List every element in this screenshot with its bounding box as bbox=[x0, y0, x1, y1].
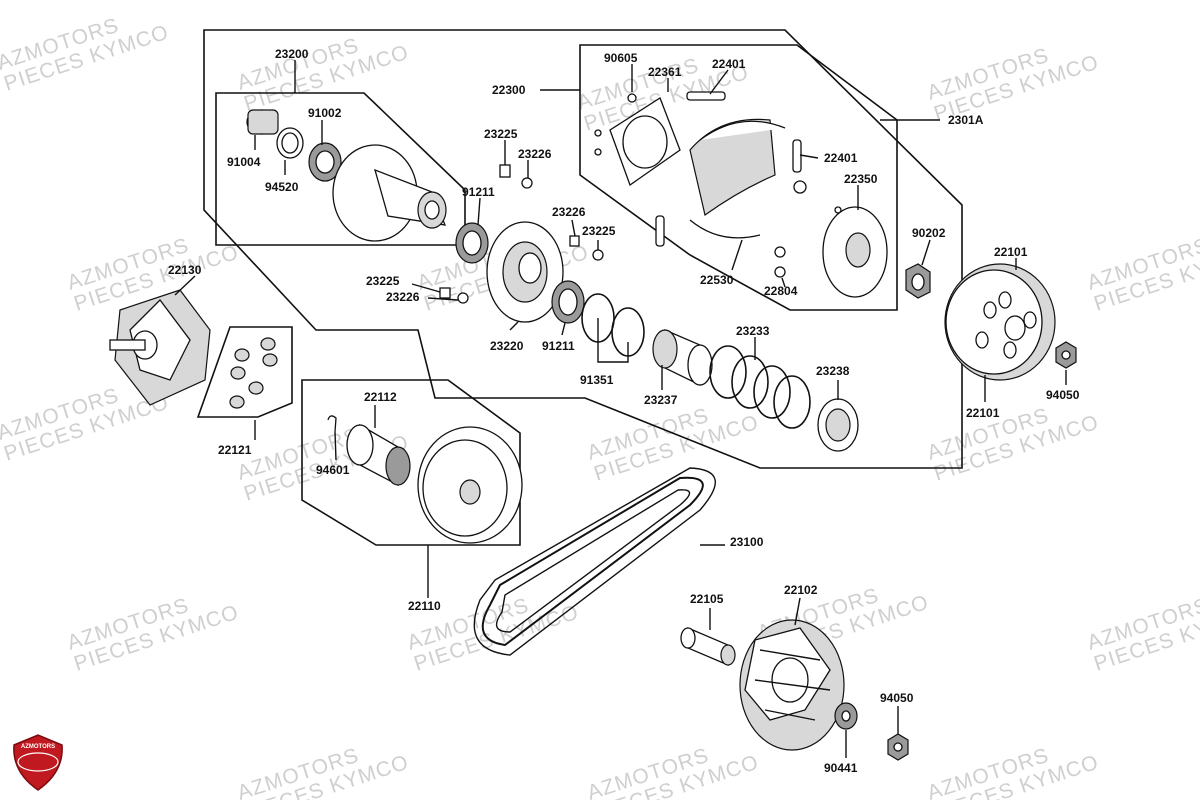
callout-94520: 94520 bbox=[265, 180, 299, 194]
callout-23226-lower: 23226 bbox=[386, 290, 420, 304]
callout-91211-lower: 91211 bbox=[542, 339, 575, 353]
callout-22300: 22300 bbox=[492, 83, 526, 97]
callout-23238: 23238 bbox=[816, 364, 850, 378]
o-rings bbox=[581, 293, 645, 357]
guide-collar-part bbox=[652, 329, 713, 387]
driven-spring-part bbox=[709, 345, 811, 429]
callout-91351: 91351 bbox=[580, 373, 614, 387]
washer-part bbox=[834, 702, 858, 730]
clutch-shoes-part bbox=[655, 91, 807, 247]
lock-nut-part bbox=[905, 263, 931, 299]
callout-23200: 23200 bbox=[275, 47, 309, 61]
callout-23233: 23233 bbox=[736, 324, 770, 338]
clutch-drive-plate-part bbox=[774, 206, 888, 298]
driven-pulley-group-outline bbox=[203, 29, 963, 469]
callout-22102: 22102 bbox=[784, 583, 818, 597]
callout-22530: 22530 bbox=[700, 273, 734, 287]
callout-23225-lower: 23225 bbox=[366, 274, 400, 288]
oil-seal-lower bbox=[551, 280, 585, 324]
callout-labels: 23200 91002 91004 94520 22300 90605 2236… bbox=[168, 47, 1080, 775]
callout-22130: 22130 bbox=[168, 263, 202, 277]
leader-lines bbox=[174, 60, 1067, 758]
oil-seal-upper bbox=[455, 222, 489, 264]
guide-pins bbox=[439, 164, 604, 304]
callout-23226-middle: 23226 bbox=[552, 205, 586, 219]
callout-23226-upper: 23226 bbox=[518, 147, 552, 161]
callout-22112: 22112 bbox=[364, 390, 397, 404]
v-belt-part bbox=[473, 467, 717, 656]
callout-90605: 90605 bbox=[604, 51, 638, 65]
callout-2301A: 2301A bbox=[948, 113, 984, 127]
movable-drive-group-outline bbox=[301, 379, 521, 546]
clutch-plate-part bbox=[594, 93, 681, 187]
callout-94050-upper: 94050 bbox=[1046, 388, 1080, 402]
callout-94601: 94601 bbox=[316, 463, 350, 477]
callout-91004: 91004 bbox=[227, 155, 261, 169]
movable-drive-face-part bbox=[327, 415, 523, 544]
flange-nut-upper-part bbox=[1055, 341, 1077, 369]
movable-driven-face-part bbox=[486, 221, 564, 323]
fixed-sheave-part bbox=[246, 109, 447, 242]
callout-22121: 22121 bbox=[218, 443, 252, 457]
callout-23225-upper: 23225 bbox=[484, 127, 518, 141]
callout-22361: 22361 bbox=[648, 65, 682, 79]
callout-22350: 22350 bbox=[844, 172, 878, 186]
callout-90202: 90202 bbox=[912, 226, 946, 240]
callout-22105: 22105 bbox=[690, 592, 724, 606]
roller-set-outline bbox=[196, 326, 293, 418]
callout-22401-top: 22401 bbox=[712, 57, 746, 71]
callout-23225-middle: 23225 bbox=[582, 224, 616, 238]
spring-seat-part bbox=[817, 398, 859, 452]
ramp-plate-part bbox=[109, 289, 211, 406]
fixed-sheave-group-outline bbox=[215, 92, 466, 246]
callout-22804: 22804 bbox=[764, 284, 798, 298]
azmotors-logo: AZMOTORS bbox=[13, 734, 63, 791]
callout-23100: 23100 bbox=[730, 535, 764, 549]
callout-23237: 23237 bbox=[644, 393, 678, 407]
callout-22101-lower: 22101 bbox=[966, 406, 1000, 420]
logo-text: AZMOTORS bbox=[21, 744, 55, 750]
fixed-drive-face-part bbox=[739, 619, 845, 751]
clutch-group-outline bbox=[579, 44, 898, 311]
callout-94050-lower: 94050 bbox=[880, 691, 914, 705]
callout-23220: 23220 bbox=[490, 339, 524, 353]
drive-collar-part bbox=[680, 627, 736, 666]
clutch-outer-part bbox=[944, 263, 1056, 381]
flange-nut-lower-part bbox=[887, 733, 909, 761]
callout-22101-top: 22101 bbox=[994, 245, 1028, 259]
weight-rollers-part bbox=[229, 337, 278, 409]
callout-91211-upper: 91211 bbox=[462, 185, 495, 199]
callout-22401-side: 22401 bbox=[824, 151, 858, 165]
callout-22110: 22110 bbox=[408, 599, 441, 613]
callout-90441: 90441 bbox=[824, 761, 858, 775]
callout-91002: 91002 bbox=[308, 106, 342, 120]
